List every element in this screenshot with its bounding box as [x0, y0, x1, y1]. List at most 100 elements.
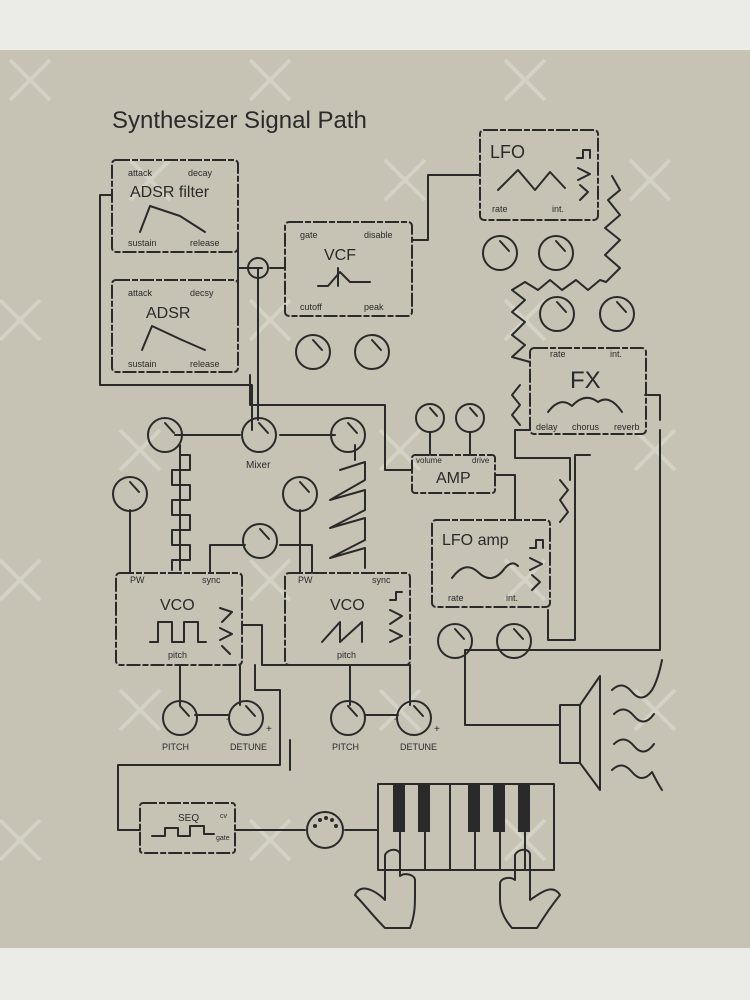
synth-poster: Synthesizer Signal Path: [0, 50, 750, 948]
lfo-amp-rate-knob[interactable]: [437, 623, 473, 659]
step-sequence-icon: [151, 825, 215, 837]
amp-title: AMP: [436, 470, 471, 487]
fx-int-knob[interactable]: [599, 296, 635, 332]
vcf-disable-label: disable: [364, 230, 393, 240]
square-wave-icon: [149, 621, 207, 643]
vco1-pitch-knob[interactable]: [162, 700, 198, 736]
triangle-wave-icon: [497, 169, 566, 191]
vco2-plus-sign: +: [434, 724, 440, 735]
envelope-shape: [139, 205, 206, 233]
diagram-title: Synthesizer Signal Path: [112, 107, 367, 134]
hand-icon: [354, 848, 416, 929]
vcf-gate-label: gate: [300, 230, 318, 240]
adsr-sustain-label: sustain: [128, 359, 157, 369]
watermark: [0, 58, 677, 862]
vcf-cutoff-label: cutoff: [300, 302, 322, 312]
vco1-module: PW sync VCO pitch: [115, 572, 243, 666]
seq-gate-label: gate: [216, 835, 230, 842]
mixer-label: Mixer: [246, 460, 271, 471]
amp-drive-label: drive: [472, 456, 490, 465]
vco2-module: PW sync VCO pitch: [284, 572, 411, 666]
fx-module: rate int. FX delay chorus reverb: [529, 347, 647, 435]
amp-module: volume drive AMP: [411, 454, 496, 494]
vco2-pw-knob[interactable]: [282, 476, 318, 512]
adsr-title: ADSR: [146, 305, 190, 322]
lfo-module: LFO rate int.: [479, 129, 599, 221]
fx-rate-label: rate: [550, 349, 566, 359]
lfo-int-label: int.: [552, 204, 564, 214]
sawtooth-wave-signal: [329, 461, 366, 569]
adsr-decay-label: decsy: [190, 288, 214, 298]
vco2-pitch-knob[interactable]: [330, 700, 366, 736]
mixer-knob-1[interactable]: [147, 417, 183, 453]
vco1-pitch-label: pitch: [168, 650, 187, 660]
keyboard-icon[interactable]: [377, 783, 555, 871]
fx-delay-label: delay: [536, 422, 558, 432]
amp-volume-knob[interactable]: [415, 403, 445, 433]
waveform-select-icon: [389, 591, 403, 643]
speaker-icon: [559, 659, 663, 791]
adsr-filter-module: attack decay ADSR filter sustain release: [111, 159, 239, 253]
vco1-minus-sign: -: [226, 714, 229, 725]
amp-volume-label: volume: [416, 456, 442, 465]
envelope-shape: [141, 325, 206, 351]
vco2-pitch-knob-label: PITCH: [332, 742, 359, 752]
lfo-amp-module: LFO amp rate int.: [431, 519, 551, 608]
seq-module: SEQ cv gate: [139, 802, 236, 854]
fx-reverb-label: reverb: [614, 422, 640, 432]
waveform-select-icon: [529, 539, 544, 591]
waveform-select-icon: [576, 149, 591, 201]
fx-chorus-label: chorus: [572, 422, 600, 432]
adsr-module: attack decsy ADSR sustain release: [111, 279, 239, 373]
lfo-rate-label: rate: [492, 204, 508, 214]
vco2-detune-knob-label: DETUNE: [400, 742, 437, 752]
signal-path-diagram: Synthesizer Signal Path: [0, 58, 677, 929]
mixer-knob-2[interactable]: [330, 417, 366, 453]
lfo-amp-rate-label: rate: [448, 593, 464, 603]
lfo-int-knob[interactable]: [538, 235, 574, 271]
mixer-knob-main[interactable]: [241, 417, 277, 453]
vco1-title: VCO: [160, 597, 195, 614]
seq-title: SEQ: [178, 813, 199, 824]
seq-cv-label: cv: [220, 813, 228, 820]
lfo-amp-int-label: int.: [506, 593, 518, 603]
mixing-node: [247, 257, 269, 279]
lfo-rate-knob[interactable]: [482, 235, 518, 271]
adsr-filter-decay-label: decay: [188, 168, 213, 178]
midi-connector-icon: [306, 811, 344, 849]
amp-drive-knob[interactable]: [455, 403, 485, 433]
adsr-filter-sustain-label: sustain: [128, 238, 157, 248]
vco2-sync-label: sync: [372, 575, 391, 585]
vco1-plus-sign: +: [266, 724, 272, 735]
vco1-detune-knob-label: DETUNE: [230, 742, 267, 752]
square-wave-signal: [171, 454, 191, 571]
fx-title: FX: [570, 367, 601, 394]
vco-sync-knob[interactable]: [242, 523, 278, 559]
fx-int-label: int.: [610, 349, 622, 359]
vco1-pitch-knob-label: PITCH: [162, 742, 189, 752]
adsr-filter-title: ADSR filter: [130, 184, 210, 201]
vco2-minus-sign: -: [394, 714, 397, 725]
filter-curve-icon: [317, 267, 371, 287]
lfo-amp-int-knob[interactable]: [496, 623, 532, 659]
lfo-amp-title: LFO amp: [442, 532, 509, 549]
fx-curve-icon: [547, 396, 623, 413]
hand-icon: [499, 848, 561, 929]
vco2-pw-label: PW: [298, 575, 313, 585]
vcf-peak-label: peak: [364, 302, 384, 312]
waveform-select-icon: [219, 607, 233, 655]
vcf-cutoff-knob[interactable]: [295, 334, 331, 370]
vco2-detune-knob[interactable]: [396, 700, 432, 736]
vco2-title: VCO: [330, 597, 365, 614]
lfo-title: LFO: [490, 142, 525, 162]
adsr-release-label: release: [190, 359, 220, 369]
vco1-sync-label: sync: [202, 575, 221, 585]
signal-wires: [99, 174, 661, 831]
adsr-filter-attack-label: attack: [128, 168, 153, 178]
vco2-pitch-label: pitch: [337, 650, 356, 660]
vcf-peak-knob[interactable]: [354, 334, 390, 370]
vco1-detune-knob[interactable]: [228, 700, 264, 736]
vco1-pw-knob[interactable]: [112, 476, 148, 512]
vcf-title: VCF: [324, 247, 356, 264]
fx-rate-knob[interactable]: [539, 296, 575, 332]
